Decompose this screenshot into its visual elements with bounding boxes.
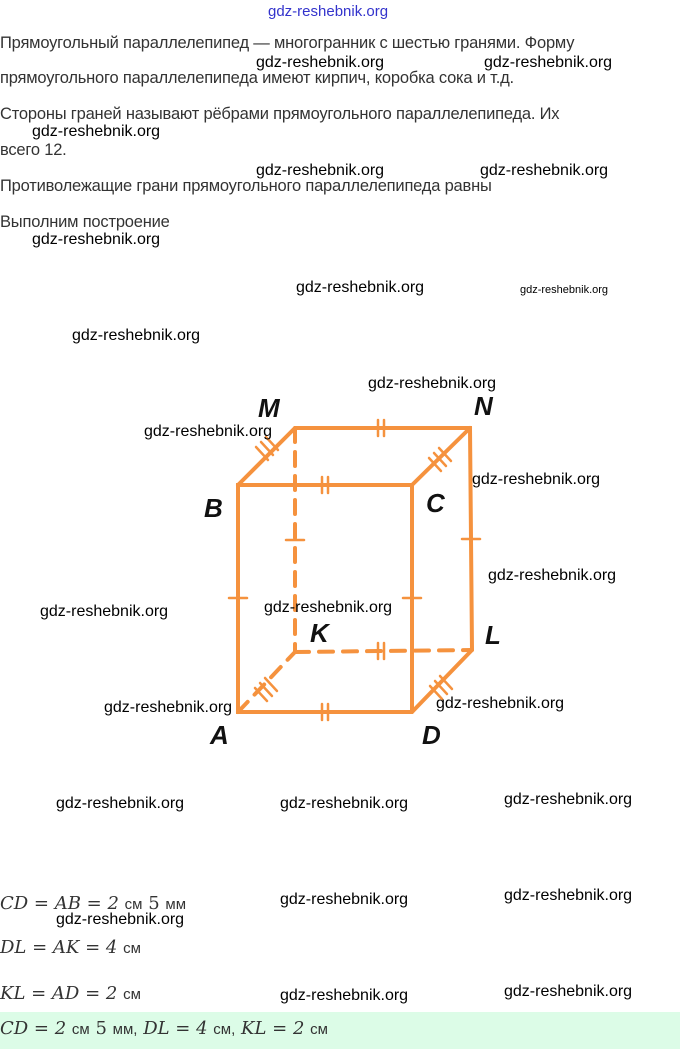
answer-part: CD = 2 (0, 1018, 67, 1039)
paragraph-1-cont: прямоугольного параллелепипеда имеют кир… (0, 69, 514, 87)
hidden-edges (236, 426, 474, 714)
watermark: gdz-reshebnik.org (264, 599, 393, 616)
vertex-label-a: A (210, 720, 229, 750)
answer-part: KL = 2 (241, 1018, 305, 1039)
watermark: gdz-reshebnik.org (32, 123, 161, 140)
watermark: gdz-reshebnik.org (256, 162, 385, 179)
watermark: gdz-reshebnik.org (436, 695, 565, 712)
watermark: gdz-reshebnik.org (144, 423, 273, 440)
watermark: gdz-reshebnik.org (56, 911, 185, 928)
watermark: gdz-reshebnik.org (368, 375, 497, 392)
equation-kl-ad: KL = AD = 2 см (0, 983, 141, 1004)
watermark: gdz-reshebnik.org (280, 891, 409, 908)
answer-part: 5 (95, 1018, 107, 1039)
watermark: gdz-reshebnik.org (472, 471, 601, 488)
equation-expr: CD = AB = 2 (0, 893, 119, 914)
watermark: gdz-reshebnik.org (488, 567, 617, 584)
unit: мм (165, 896, 187, 913)
unit: см (71, 1021, 90, 1038)
unit: см (123, 986, 141, 1003)
unit: см (124, 896, 143, 913)
vertex-label-d: D (422, 720, 441, 750)
cuboid-figure (227, 418, 482, 722)
equation-dl-ak: DL = AK = 4 см (0, 937, 141, 958)
unit: см, (213, 1021, 236, 1038)
watermark: gdz-reshebnik.org (484, 54, 613, 71)
paragraph-2: Стороны граней называют рёбрами прямоуго… (0, 105, 560, 123)
equation-expr: KL = AD = 2 (0, 983, 118, 1004)
watermark: gdz-reshebnik.org (504, 791, 633, 808)
watermark: gdz-reshebnik.org (296, 279, 425, 296)
watermark: gdz-reshebnik.org (280, 987, 409, 1004)
paragraph-3: Противолежащие грани прямоугольного пара… (0, 177, 492, 195)
equation-cd-ab: CD = AB = 2 см 5 мм (0, 893, 186, 914)
watermark: gdz-reshebnik.org (40, 603, 169, 620)
number: 5 (148, 893, 160, 914)
answer-box (0, 1012, 680, 1049)
vertex-label-c: C (426, 488, 445, 518)
equation-expr: DL = AK = 4 (0, 937, 118, 958)
watermark: gdz-reshebnik.org (32, 231, 161, 248)
watermark: gdz-reshebnik.org (256, 54, 385, 71)
tick-marks (227, 418, 482, 722)
watermark: gdz-reshebnik.org (104, 699, 233, 716)
unit: см (310, 1021, 328, 1038)
paragraph-1: Прямоугольный параллелепипед — многогран… (0, 34, 575, 52)
watermark: gdz-reshebnik.org (56, 795, 185, 812)
watermark: gdz-reshebnik.org (280, 795, 409, 812)
paragraph-4: Выполним построение (0, 213, 170, 231)
unit: мм, (112, 1021, 138, 1038)
answer-text: CD = 2 см 5 мм, DL = 4 см, KL = 2 см (0, 1018, 328, 1039)
vertex-label-l: L (485, 620, 501, 650)
vertex-label-n: N (474, 391, 493, 421)
visible-edges (236, 426, 475, 714)
watermark-link[interactable]: gdz-reshebnik.org (268, 3, 389, 20)
watermark: gdz-reshebnik.org (480, 162, 609, 179)
vertex-label-m: M (258, 393, 280, 423)
watermark: gdz-reshebnik.org (504, 983, 633, 1000)
watermark: gdz-reshebnik.org (504, 887, 633, 904)
vertex-label-b: B (204, 493, 223, 523)
paragraph-2-cont: всего 12. (0, 141, 67, 159)
vertex-label-k: K (310, 618, 329, 648)
answer-part: DL = 4 (143, 1018, 208, 1039)
unit: см (123, 940, 141, 957)
watermark: gdz-reshebnik.org (520, 284, 609, 296)
watermark: gdz-reshebnik.org (72, 327, 201, 344)
